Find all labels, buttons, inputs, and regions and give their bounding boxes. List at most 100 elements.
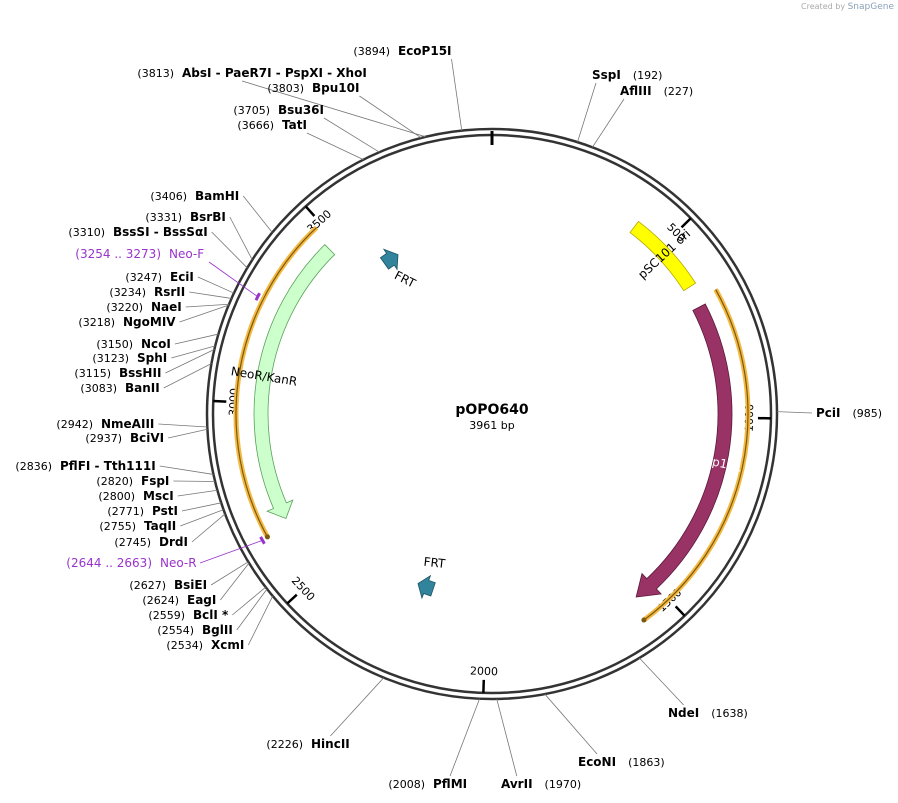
site-name-bglii: BglII bbox=[202, 623, 233, 637]
site-name-bsiei: BsiEI bbox=[174, 578, 207, 592]
site-pos-ecop15i: (3894) bbox=[353, 45, 390, 58]
leader-msci bbox=[177, 489, 218, 497]
leader-sspi bbox=[577, 82, 597, 143]
site-naei: NaeI(3220) bbox=[106, 300, 181, 314]
site-pos-drdi: (2745) bbox=[114, 536, 151, 549]
site-name-ngomiv: NgoMIV bbox=[123, 315, 176, 329]
site-pos-absi-paer7i-pspxi-xhoi: (3813) bbox=[137, 67, 174, 80]
orf-arc-line-1 bbox=[235, 227, 317, 538]
feature-psc101-ori bbox=[629, 220, 697, 292]
site-sspi: SspI(192) bbox=[592, 68, 662, 82]
site-eagi: EagI(2624) bbox=[142, 593, 216, 607]
site-rsrii: RsrII(3234) bbox=[109, 285, 185, 299]
leader-absi-paer7i-pspxi-xhoi bbox=[241, 80, 426, 138]
site-name-drdi: DrdI bbox=[159, 535, 188, 549]
site-ecop15i: EcoP15I(3894) bbox=[353, 44, 451, 58]
leader-fspi bbox=[173, 480, 216, 482]
site-pos-tati: (3666) bbox=[237, 119, 274, 132]
site-banii: BanII(3083) bbox=[80, 381, 159, 395]
leader-bamhi bbox=[242, 195, 273, 233]
site-ncoi: NcoI (3150) bbox=[96, 337, 170, 351]
leader-afliii bbox=[592, 98, 625, 148]
leader-bsiei bbox=[210, 561, 249, 586]
leader-psti bbox=[181, 502, 222, 512]
site-econi: EcoNI (1863) bbox=[578, 755, 665, 769]
site-pos-bcli: (2559) bbox=[148, 609, 185, 622]
site-pos-ndei: (1638) bbox=[711, 707, 748, 720]
site-pos-afliii: (227) bbox=[664, 85, 694, 98]
snapgene-credit: Created by SnapGene bbox=[801, 2, 894, 12]
leader-bsssi-bsss-i bbox=[211, 231, 248, 269]
site-name-afliii: AflIII bbox=[620, 84, 652, 98]
site-pos-bpu10i: (3803) bbox=[267, 82, 304, 95]
leader-ncoi bbox=[174, 333, 219, 345]
site-bsu36i: Bsu36I(3705) bbox=[233, 103, 324, 117]
leader-bpu10i bbox=[359, 95, 422, 139]
leader-taqii bbox=[180, 509, 224, 527]
leader-bsu36i bbox=[323, 117, 380, 153]
orf-arc-line-0 bbox=[643, 289, 749, 621]
site-name-absi-paer7i-pspxi-xhoi: AbsI - PaeR7I - PspXI - XhoI bbox=[182, 66, 367, 80]
site-tati: TatI (3666) bbox=[237, 118, 307, 132]
leader-naei bbox=[185, 303, 230, 308]
site-bcli: BclI * (2559) bbox=[148, 608, 229, 622]
site-pos-hincii: (2226) bbox=[266, 738, 303, 751]
site-labels: EcoP15I(3894) AbsI - PaeR7I - PspXI - Xho… bbox=[15, 44, 882, 791]
site-pos-xcmi: (2534) bbox=[166, 639, 203, 652]
primer-name-neo-r: Neo-R bbox=[160, 556, 197, 570]
site-name-tati: TatI bbox=[282, 118, 307, 132]
leader-tati bbox=[306, 132, 364, 161]
leader-ecii bbox=[197, 276, 235, 294]
tick-500 bbox=[680, 217, 692, 229]
site-name-psti: PstI bbox=[152, 504, 178, 518]
leader-bsshii bbox=[165, 348, 215, 374]
tick-1500 bbox=[674, 605, 686, 617]
leader-bglii bbox=[236, 588, 268, 631]
feature-frt-4 bbox=[417, 574, 436, 600]
leader-rsrii bbox=[189, 291, 232, 299]
leader-ecop15i bbox=[451, 58, 463, 131]
site-name-econi: EcoNI bbox=[578, 755, 616, 769]
site-pos-naei: (3220) bbox=[106, 301, 143, 314]
site-name-sspi: SspI bbox=[592, 68, 621, 82]
site-bsrbi: BsrBI(3331) bbox=[145, 210, 225, 224]
site-pos-ncoi: (3150) bbox=[96, 338, 133, 351]
site-pos-eagi: (2624) bbox=[142, 594, 179, 607]
site-afliii: AflIII (227) bbox=[620, 84, 693, 98]
site-pflmi: PflMI(2008) bbox=[388, 777, 467, 791]
site-pos-taqii: (2755) bbox=[99, 520, 136, 533]
site-name-bsshii: BssHII bbox=[119, 366, 161, 380]
site-name-ncoi: NcoI bbox=[141, 337, 171, 351]
feature-label-frt-3: FRT bbox=[392, 268, 418, 291]
site-pos-bsrbi: (3331) bbox=[145, 211, 182, 224]
leader-drdi bbox=[191, 513, 226, 543]
plasmid-length: 3961 bp bbox=[469, 419, 514, 432]
site-pcii: PciI(985) bbox=[816, 406, 882, 420]
site-name-bcli: BclI * bbox=[193, 608, 229, 622]
feature-frt-3 bbox=[379, 248, 399, 271]
site-pos-psti: (2771) bbox=[107, 505, 144, 518]
site-pos-econi: (1863) bbox=[628, 756, 665, 769]
leader-nmeaiii bbox=[158, 423, 208, 428]
feature-label-frt-4: FRT bbox=[423, 555, 447, 571]
leader-bcli bbox=[232, 586, 266, 616]
site-hincii: HincII(2226) bbox=[266, 737, 349, 751]
primer-neo-f: Neo-F(3254 .. 3273) bbox=[75, 247, 204, 261]
site-xcmi: XcmI(2534) bbox=[166, 638, 244, 652]
site-name-sphi: SphI bbox=[137, 351, 167, 365]
site-bcivi: BciVI(2937) bbox=[85, 431, 164, 445]
site-leaders bbox=[158, 58, 813, 777]
site-bsssi-bsss-i: BssSI - BssSαI(3310) bbox=[68, 225, 207, 239]
site-name-pflfi-tth111i: PflFI - Tth111I bbox=[60, 459, 156, 473]
site-ecii: EciI(3247) bbox=[125, 270, 193, 284]
site-name-avrii: AvrII bbox=[501, 777, 533, 791]
leader-banii bbox=[163, 363, 212, 389]
site-ndei: NdeI(1638) bbox=[668, 706, 748, 720]
tick-3500 bbox=[304, 205, 316, 217]
site-pos-fspi: (2820) bbox=[96, 475, 133, 488]
site-pflfi-tth111i: PflFI - Tth111I(2836) bbox=[15, 459, 155, 473]
tick-3000 bbox=[213, 399, 227, 403]
site-name-bsu36i: Bsu36I bbox=[278, 103, 324, 117]
site-pos-msci: (2800) bbox=[98, 490, 135, 503]
tick-label-2000: 2000 bbox=[470, 664, 498, 678]
